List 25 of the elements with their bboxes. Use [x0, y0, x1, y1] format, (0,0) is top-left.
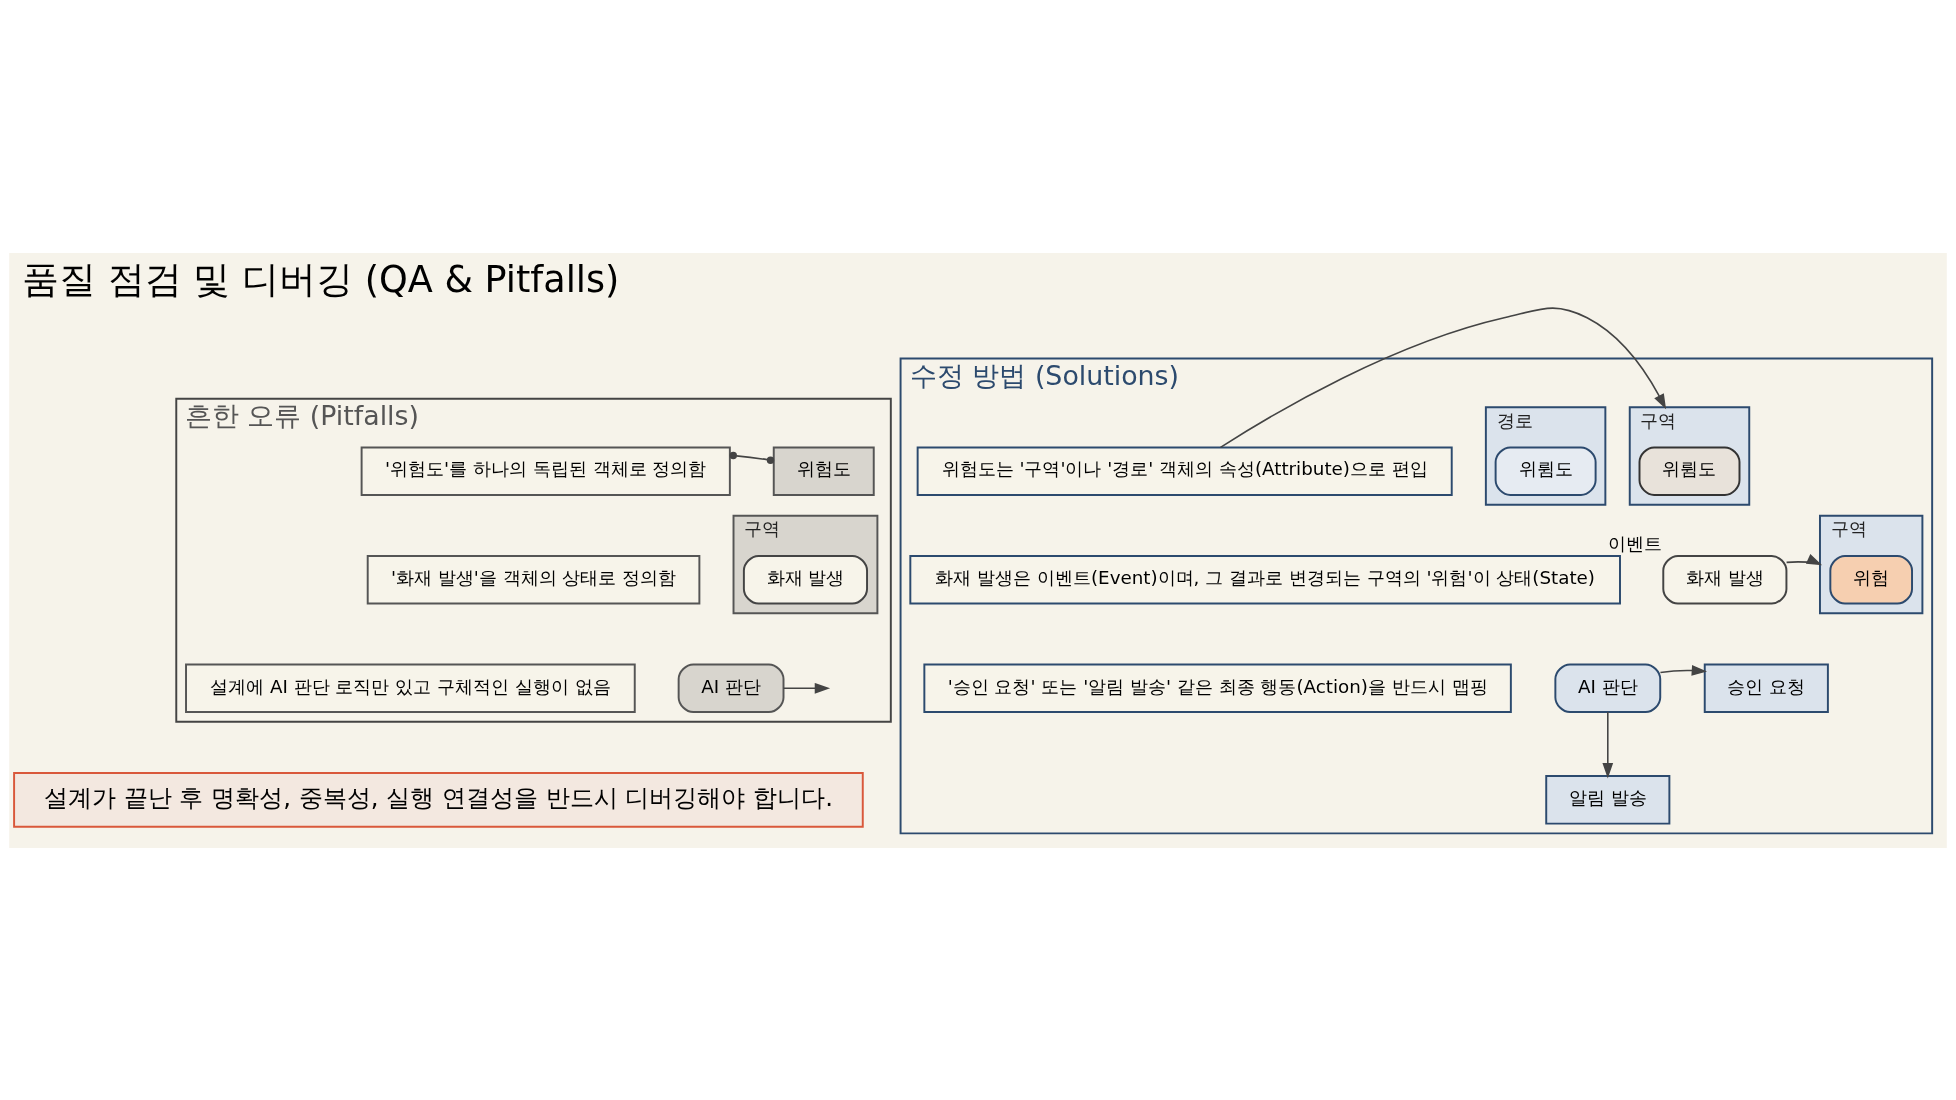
- node-box: AI 판단: [1554, 663, 1662, 713]
- arrow: [782, 682, 831, 694]
- node-box: '화재 발생'을 객체의 상태로 정의함: [366, 554, 701, 604]
- connector: [729, 451, 775, 464]
- diagram-title: 품질 점검 및 디버깅 (QA & Pitfalls): [22, 257, 620, 301]
- node-box: 위험: [1829, 554, 1913, 604]
- node-box: '위험도'를 하나의 독립된 객체로 정의함: [360, 445, 731, 496]
- node-box: 승인 요청: [1703, 663, 1829, 713]
- node-box: AI 판단: [677, 663, 785, 713]
- node-box: 알림 발송: [1545, 774, 1671, 825]
- node-box: 설계가 끝난 후 명확성, 중복성, 실행 연결성을 반드시 디버깅해야 합니다.: [13, 771, 864, 828]
- node-box: 위험도: [772, 445, 875, 496]
- arrow: [1785, 553, 1823, 565]
- node-box: 설계에 AI 판단 로직만 있고 구체적인 실행이 없음: [185, 663, 636, 713]
- arrow: [1659, 664, 1708, 676]
- node-box: 화재 발생: [1662, 554, 1788, 604]
- node-box: 위험도는 '구역'이나 '경로' 객체의 속성(Attribute)으로 편입: [916, 445, 1453, 496]
- node-box: 위륌도: [1494, 445, 1597, 496]
- arrow: [1602, 710, 1614, 778]
- node-box: '승인 요청' 또는 '알림 발송' 같은 최종 행동(Action)을 반드시 맵핑: [923, 663, 1512, 713]
- node-box: 화재 발생: [742, 554, 868, 604]
- node-box: 위륌도: [1638, 445, 1741, 496]
- node-label: 이벤트: [1608, 532, 1663, 554]
- node-box: 화재 발생은 이벤트(Event)이며, 그 결과로 변경되는 구역의 '위험'이 상태(State): [909, 554, 1621, 604]
- arrow: [1219, 306, 1667, 448]
